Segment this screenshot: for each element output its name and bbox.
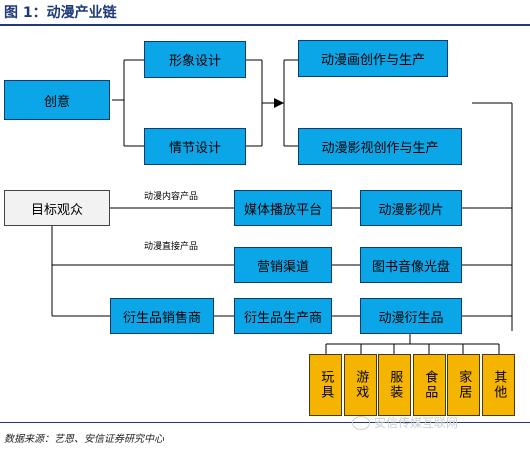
category-games: 游戏 bbox=[344, 354, 377, 416]
title-divider bbox=[0, 24, 530, 26]
category-home: 家居 bbox=[447, 354, 480, 416]
node-film-product: 动漫影视片 bbox=[360, 190, 462, 226]
node-creative: 创意 bbox=[4, 80, 110, 120]
bottom-divider bbox=[0, 422, 530, 423]
label-content-product: 动漫内容产品 bbox=[144, 192, 199, 202]
node-marketing-channel: 营销渠道 bbox=[234, 247, 332, 283]
source-note: 数据来源：艺恩、安信证券研究中心 bbox=[4, 434, 164, 445]
node-film-creation: 动漫影视创作与生产 bbox=[298, 128, 462, 165]
label-direct-product: 动漫直接产品 bbox=[144, 242, 199, 252]
category-other: 其他 bbox=[482, 354, 515, 416]
node-image-design: 形象设计 bbox=[144, 41, 246, 78]
category-toys: 玩具 bbox=[309, 354, 342, 416]
category-food: 食品 bbox=[413, 354, 446, 416]
node-derivative-producer: 衍生品生产商 bbox=[234, 298, 332, 334]
category-clothing: 服装 bbox=[378, 354, 411, 416]
node-comic-creation: 动漫画创作与生产 bbox=[298, 40, 448, 77]
arrow-head bbox=[274, 98, 284, 108]
node-media-platform: 媒体播放平台 bbox=[234, 190, 332, 226]
figure-title: 图 1：动漫产业链 bbox=[4, 5, 117, 21]
wechat-icon bbox=[352, 416, 370, 430]
node-audience: 目标观众 bbox=[4, 190, 110, 226]
node-derivative-product: 动漫衍生品 bbox=[360, 298, 462, 334]
node-plot-design: 情节设计 bbox=[144, 128, 246, 165]
node-books-av: 图书音像光盘 bbox=[360, 247, 462, 283]
watermark-text: 安信传媒互联网 bbox=[374, 416, 459, 430]
node-derivative-seller: 衍生品销售商 bbox=[110, 298, 214, 334]
